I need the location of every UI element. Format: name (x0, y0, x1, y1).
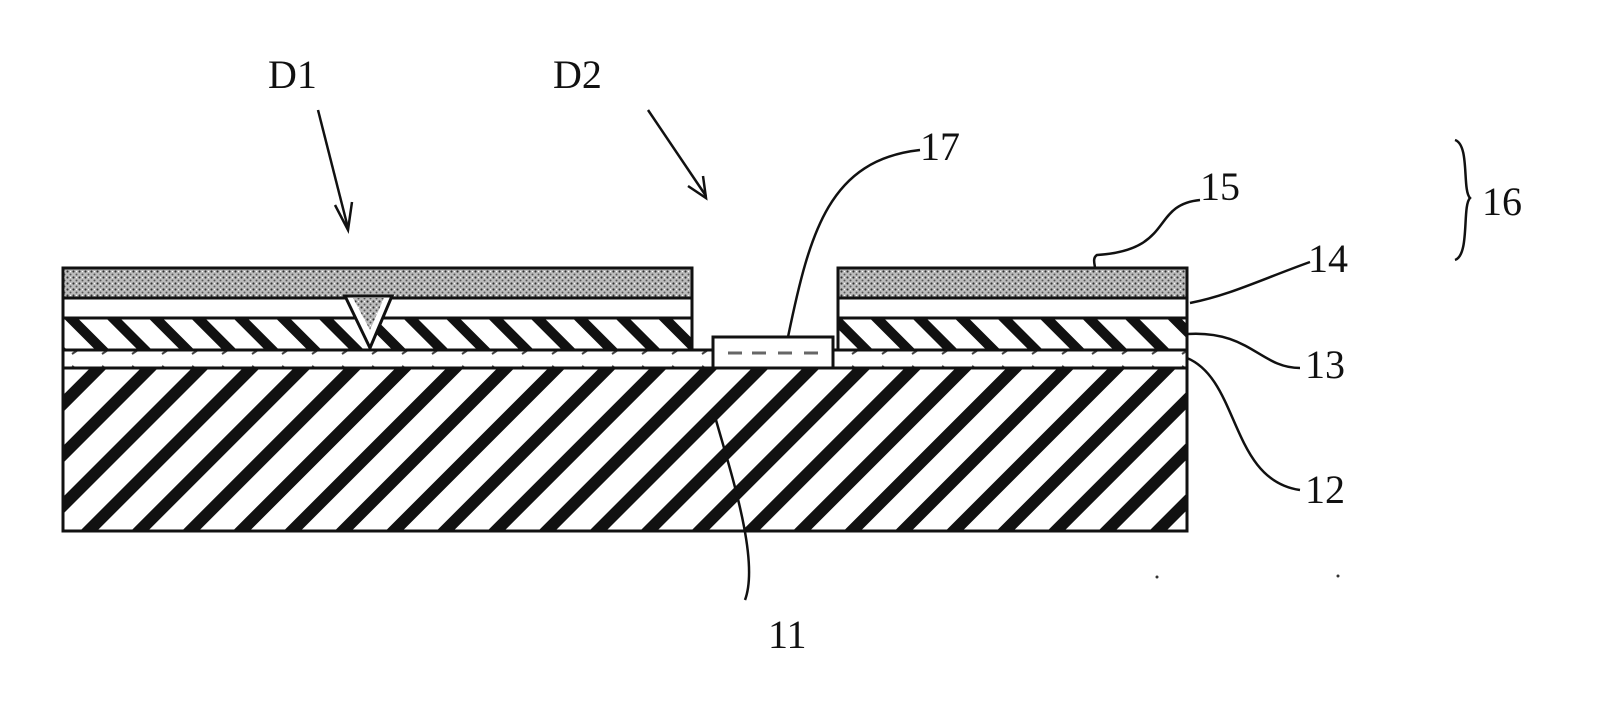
leader-12 (1187, 358, 1300, 490)
layer-14-right (838, 298, 1187, 318)
arrow-d1 (318, 110, 352, 230)
layer-15-left (63, 268, 692, 298)
label-11: 11 (768, 612, 807, 657)
leader-13 (1187, 334, 1300, 368)
brace-16 (1455, 140, 1470, 260)
label-15: 15 (1200, 164, 1240, 209)
arrow-d2 (648, 110, 706, 198)
label-12: 12 (1305, 467, 1345, 512)
layer-15-right (838, 268, 1187, 298)
label-14: 14 (1308, 236, 1348, 281)
layer-12-left (63, 350, 713, 368)
leader-14 (1190, 262, 1310, 303)
layer-13-right (838, 318, 1187, 350)
substrate-layer-11 (63, 368, 1187, 531)
label-17: 17 (920, 124, 960, 169)
speck (1156, 576, 1159, 579)
label-d1: D1 (268, 52, 317, 97)
label-d2: D2 (553, 52, 602, 97)
label-16: 16 (1482, 179, 1522, 224)
speck (1337, 575, 1340, 578)
layer-12-right (833, 350, 1187, 368)
leader-15 (1094, 200, 1200, 268)
label-13: 13 (1305, 342, 1345, 387)
